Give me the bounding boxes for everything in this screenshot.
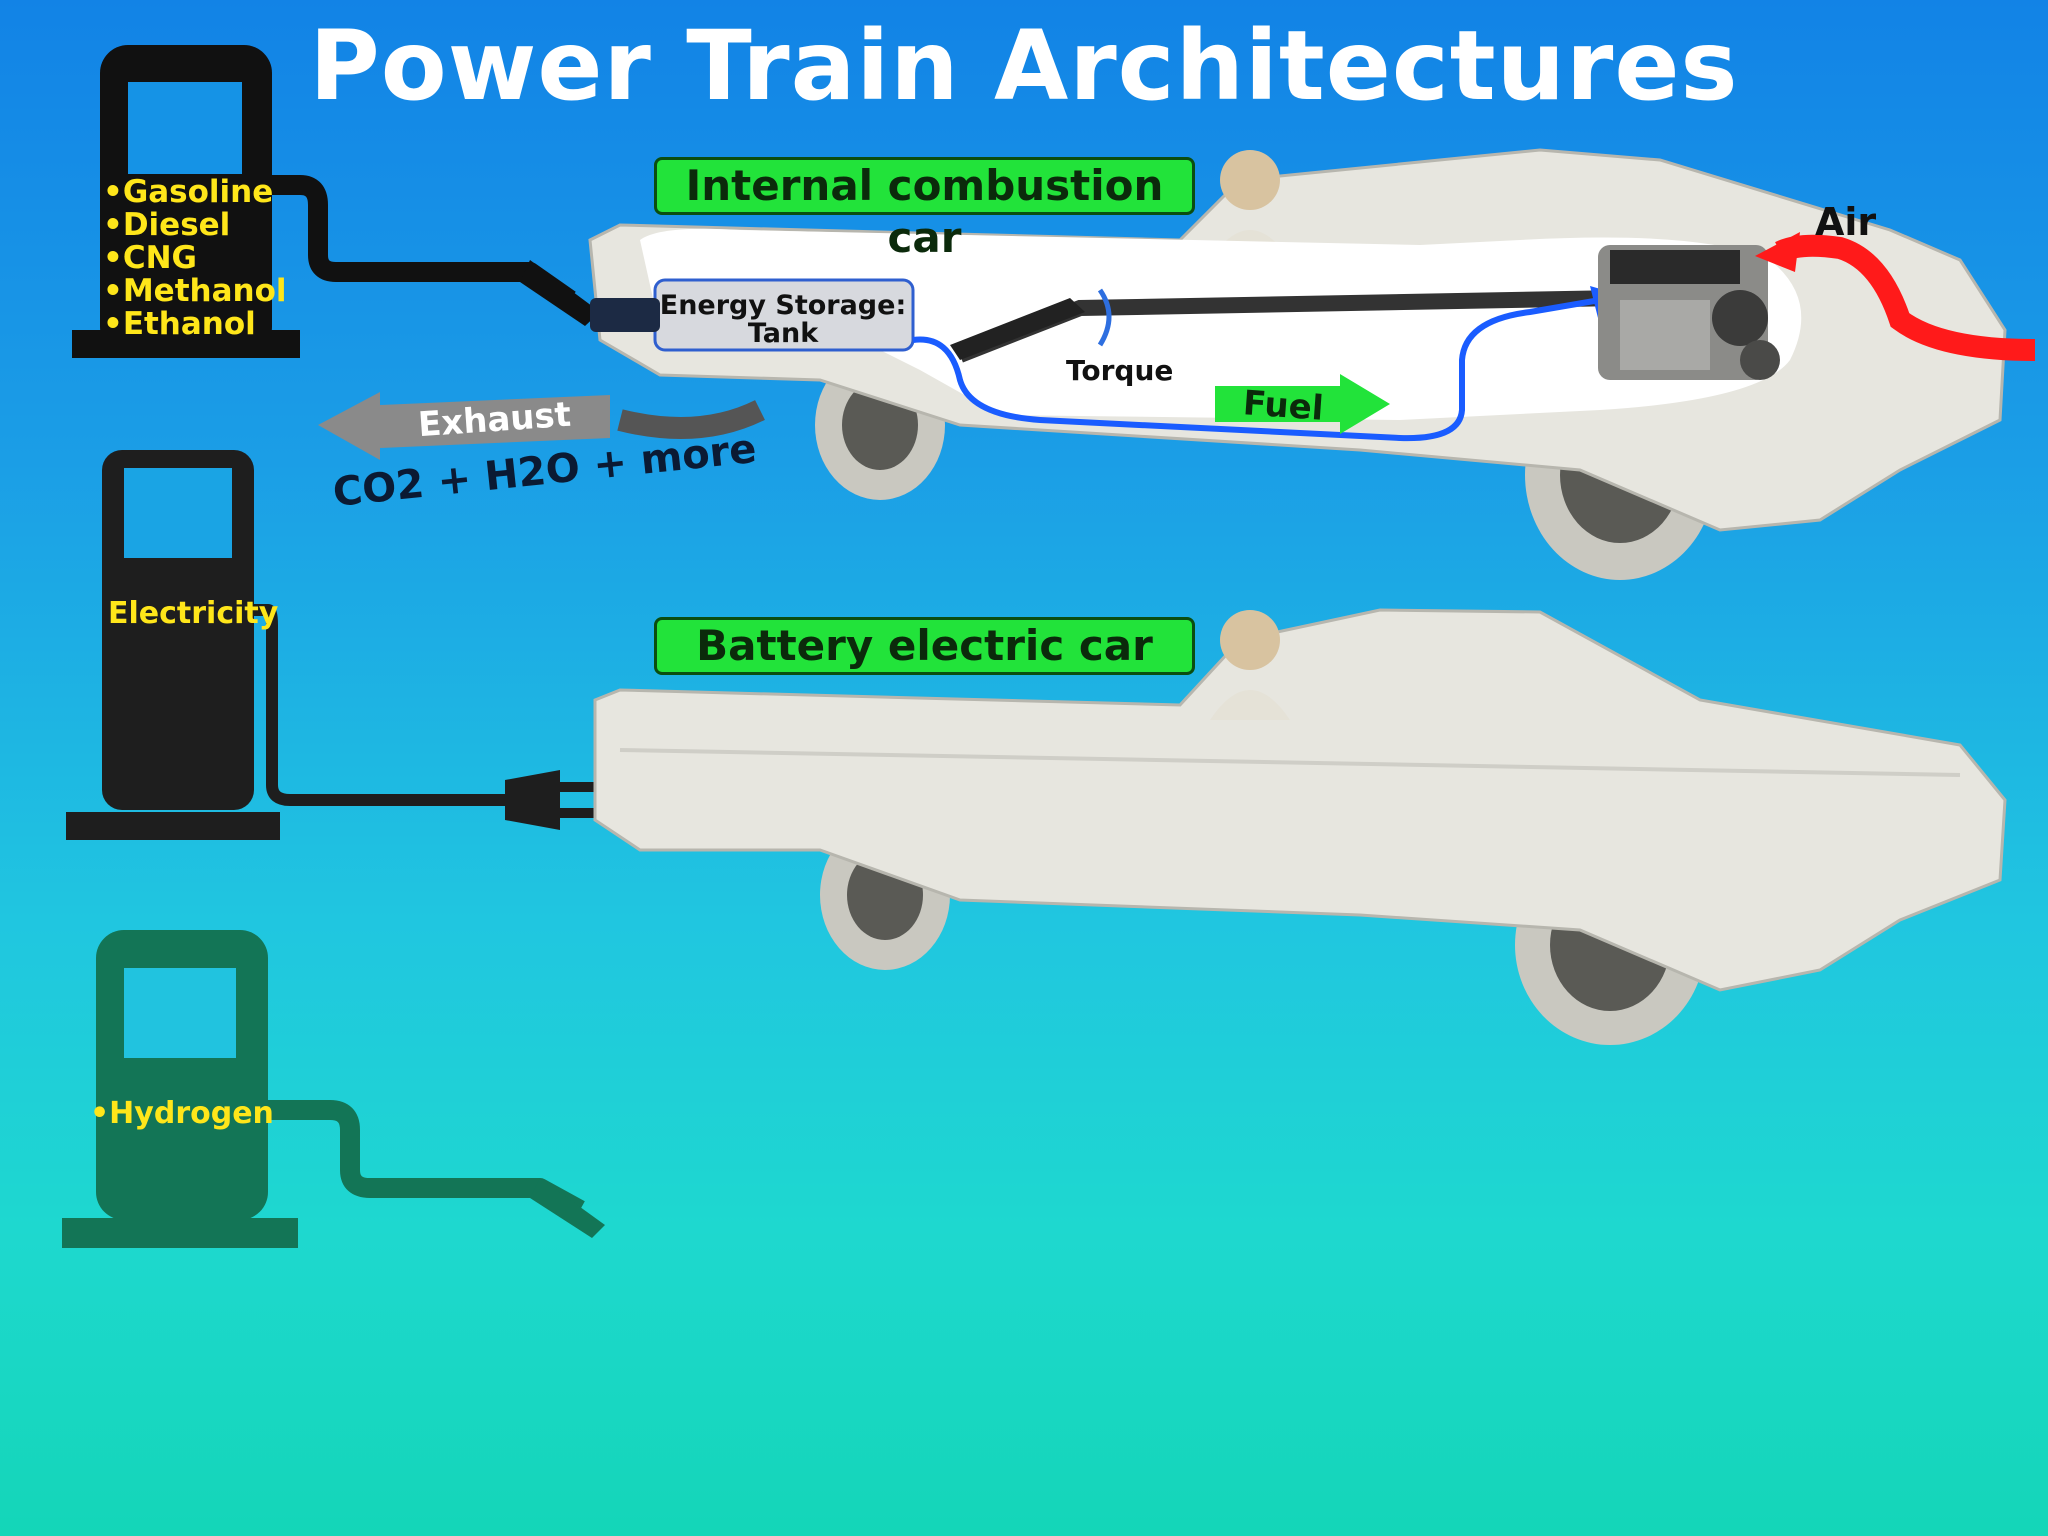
liquid-fuel-list: •Gasoline •Diesel •CNG •Methanol •Ethano… xyxy=(103,176,287,341)
fuel-item: •Diesel xyxy=(103,207,231,243)
torque-label: Torque xyxy=(1066,354,1174,387)
hydrogen-pump-icon xyxy=(62,930,605,1248)
page-title: Power Train Architectures xyxy=(309,10,1739,122)
fuel-label: Fuel xyxy=(1241,383,1325,429)
ice-car-image xyxy=(318,148,2036,580)
fuel-item: •Gasoline xyxy=(103,174,274,210)
liquid-fuel-pump-icon xyxy=(72,45,600,358)
energy-storage-line2: Tank xyxy=(747,318,819,349)
ice-car-label: Internal combustion car xyxy=(654,157,1195,262)
air-label: Air xyxy=(1815,200,1877,244)
electric-pump-icon xyxy=(66,450,598,840)
battery-electric-car-image xyxy=(593,608,2007,1045)
bev-car-label: Battery electric car xyxy=(654,617,1195,675)
fuel-item: •CNG xyxy=(103,240,197,276)
fuel-item: •Methanol xyxy=(103,273,287,309)
electricity-label: Electricity xyxy=(108,596,279,631)
fuel-item: •Ethanol xyxy=(103,306,256,342)
hydrogen-label: •Hydrogen xyxy=(90,1096,274,1131)
energy-storage-line1: Energy Storage: xyxy=(659,290,907,321)
energy-storage-label: Energy Storage: Tank xyxy=(658,292,908,348)
